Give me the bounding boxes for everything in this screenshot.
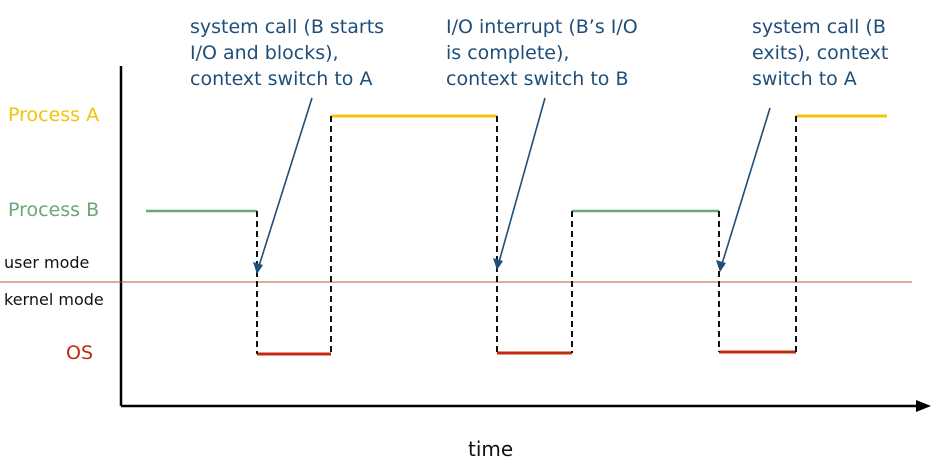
annotation-arrow bbox=[258, 97, 313, 267]
process-b-label: Process B bbox=[8, 199, 100, 221]
annotation-line: switch to A bbox=[752, 68, 857, 90]
annotation-line: is complete), bbox=[446, 42, 570, 64]
annotation-line: exits), context bbox=[752, 42, 889, 64]
annotation-arrowhead bbox=[716, 260, 726, 272]
annotation-syscall-block: system call (B starts I/O and blocks), c… bbox=[190, 14, 384, 92]
process-a-label: Process A bbox=[8, 104, 100, 126]
annotation-arrow bbox=[498, 97, 546, 263]
annotation-line: I/O and blocks), bbox=[190, 42, 339, 64]
os-label: OS bbox=[66, 342, 94, 364]
annotation-line: system call (B starts bbox=[190, 16, 385, 38]
x-axis-label: time bbox=[468, 437, 514, 461]
annotation-arrow bbox=[721, 107, 771, 265]
annotation-io-interrupt: I/O interrupt (B’s I/O is complete), con… bbox=[446, 14, 638, 92]
annotation-line: context switch to B bbox=[446, 68, 629, 90]
annotation-syscall-exit: system call (B exits), context switch to… bbox=[752, 14, 888, 92]
user-mode-label: user mode bbox=[4, 253, 90, 272]
annotation-arrowhead bbox=[493, 258, 503, 270]
x-axis-arrowhead bbox=[916, 400, 931, 412]
annotation-line: context switch to A bbox=[190, 68, 373, 90]
annotation-line: system call (B bbox=[752, 16, 886, 38]
annotation-line: I/O interrupt (B’s I/O bbox=[446, 16, 638, 38]
kernel-mode-label: kernel mode bbox=[4, 290, 104, 309]
annotation-arrowhead bbox=[253, 262, 263, 274]
